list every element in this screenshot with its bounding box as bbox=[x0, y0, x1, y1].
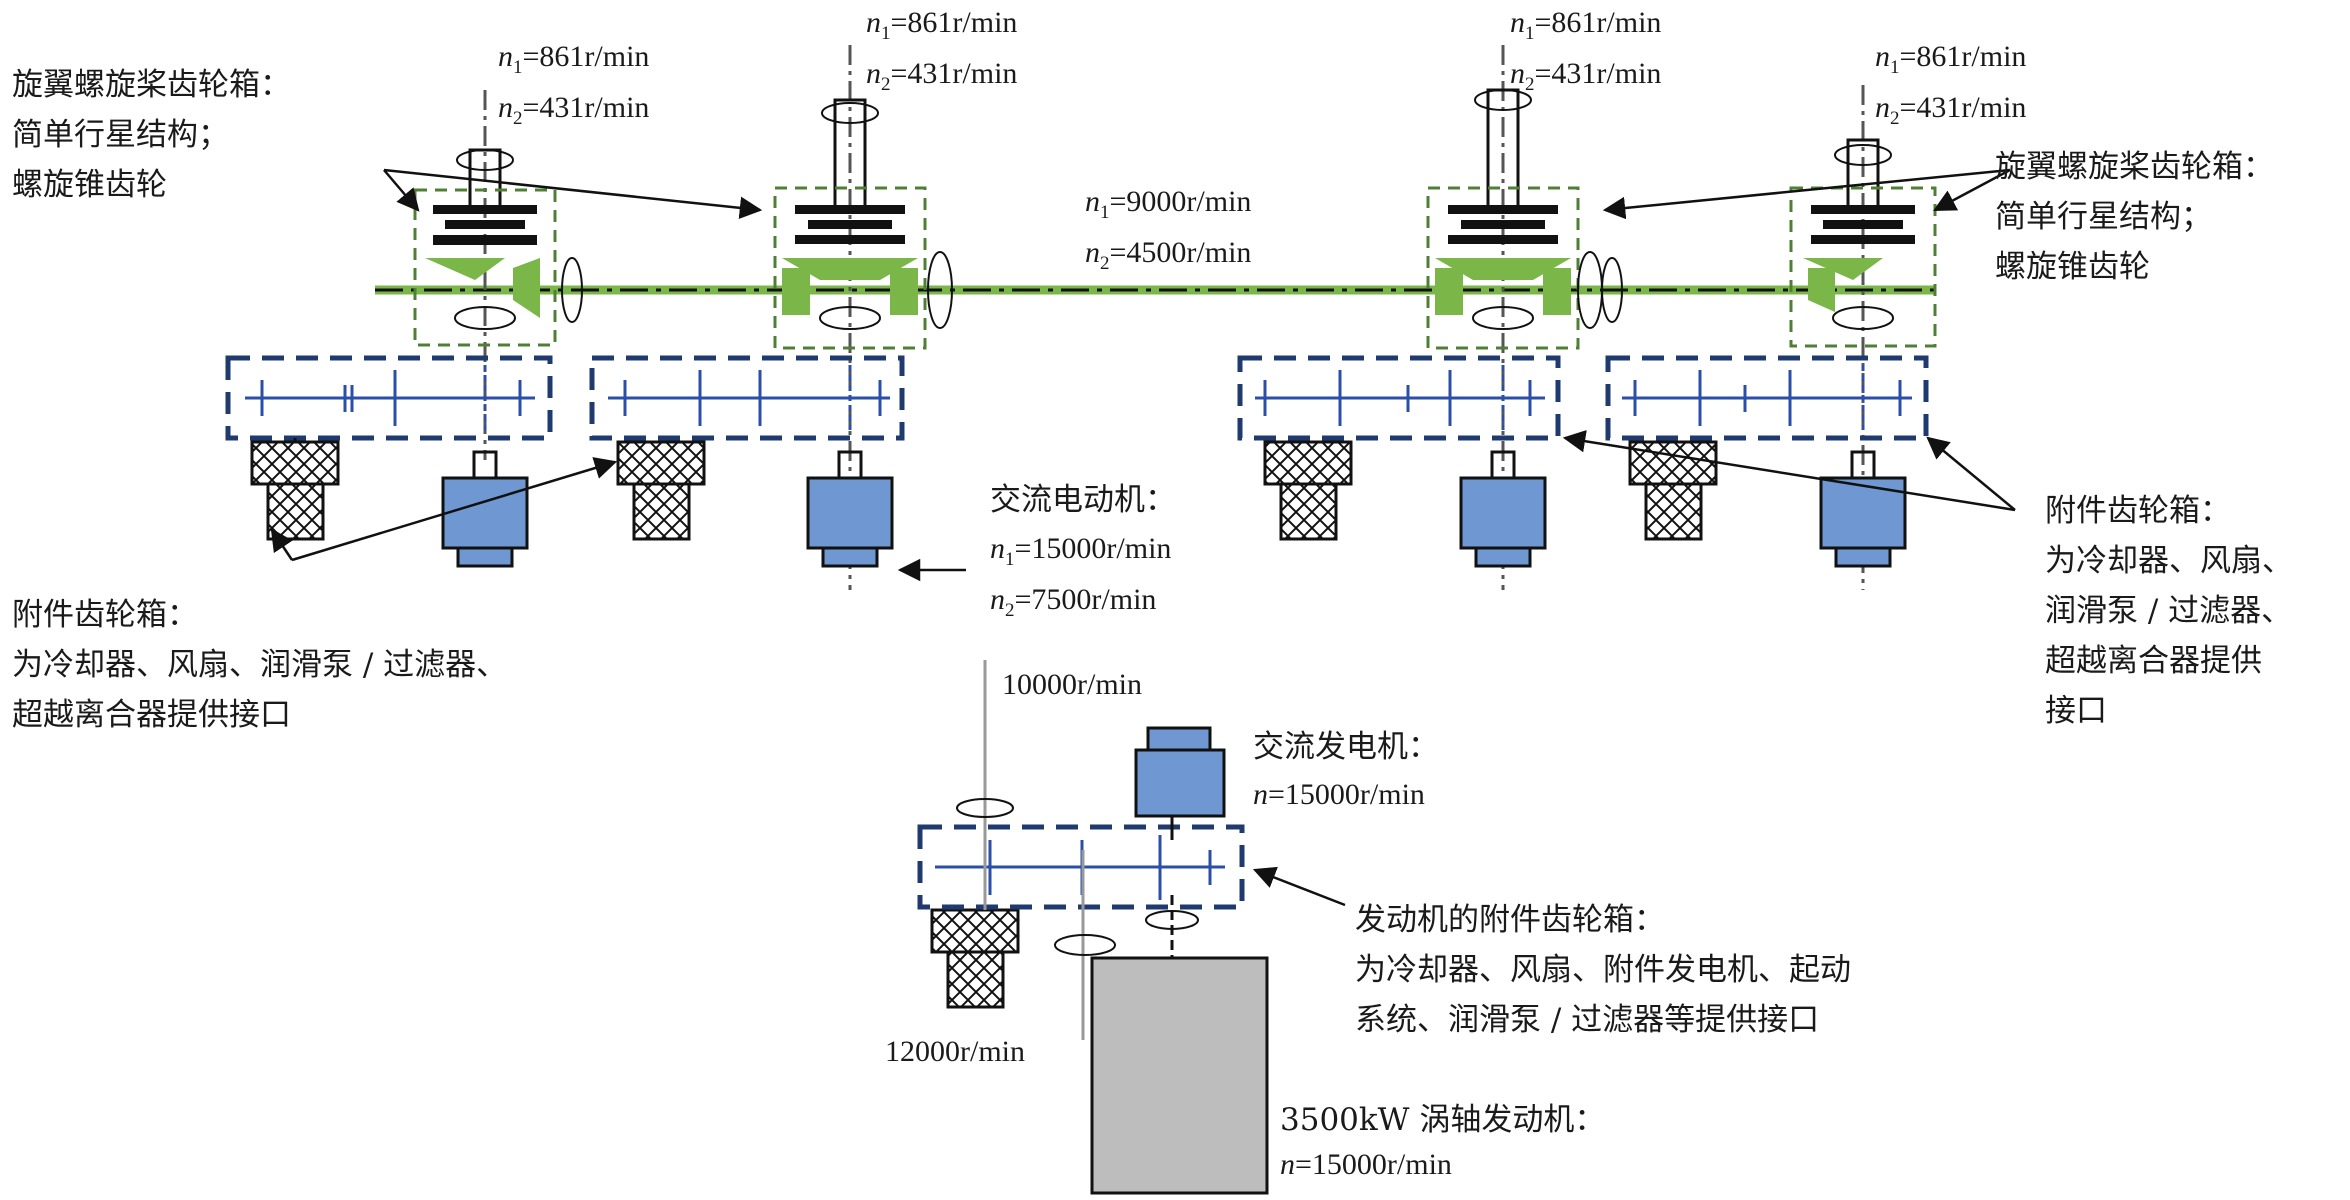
shaft-speed-bottom: 12000r/min bbox=[885, 1035, 1025, 1068]
ac-motors bbox=[441, 450, 1907, 568]
leader-arrows bbox=[270, 168, 2016, 907]
accessory-gearbox-label-left: 附件齿轮箱： 为冷却器、风扇、润滑泵 / 过滤器、 超越离合器提供接口 bbox=[12, 590, 507, 740]
label-line: 润滑泵 / 过滤器、 bbox=[2045, 593, 2293, 629]
label-line: 超越离合器提供 bbox=[2045, 643, 2262, 679]
engine-accessory-gearbox-label: 发动机的附件齿轮箱： 为冷却器、风扇、附件发电机、起动 系统、润滑泵 / 过滤器… bbox=[1355, 895, 1851, 1045]
ac-generator-label: 交流发电机： bbox=[1253, 722, 1439, 772]
ac-motor-speed: n1=15000r/min n2=7500r/min bbox=[990, 532, 1172, 621]
label-line: 旋翼螺旋桨齿轮箱： bbox=[1995, 149, 2274, 185]
cross-shaft-rotation-marks bbox=[561, 251, 1623, 329]
label-line: 简单行星结构； bbox=[12, 117, 229, 153]
turboshaft-engine bbox=[1090, 956, 1269, 1195]
accessory-gearbox-1 bbox=[225, 355, 553, 441]
label-line: 超越离合器提供接口 bbox=[12, 697, 291, 733]
rotor-gearbox-label-right: 旋翼螺旋桨齿轮箱： 简单行星结构； 螺旋锥齿轮 bbox=[1995, 142, 2274, 292]
rotor-gearbox-label-left: 旋翼螺旋桨齿轮箱： 简单行星结构； 螺旋锥齿轮 bbox=[12, 60, 291, 210]
engine-label: 3500kW 涡轴发动机： bbox=[1280, 1095, 1605, 1145]
label-line: 旋翼螺旋桨齿轮箱： bbox=[12, 67, 291, 103]
label-line: 为冷却器、风扇、附件发电机、起动 bbox=[1355, 952, 1851, 988]
accessory-gearbox-2 bbox=[589, 355, 905, 441]
label-line: 简单行星结构； bbox=[1995, 199, 2212, 235]
accessory-gearbox-3 bbox=[1237, 355, 1561, 441]
label-line: 发动机的附件齿轮箱： bbox=[1355, 902, 1665, 938]
cross-shaft-speed: n1=9000r/min n2=4500r/min bbox=[1085, 185, 1252, 274]
label-line: 螺旋锥齿轮 bbox=[12, 167, 167, 203]
label-line: 螺旋锥齿轮 bbox=[1995, 249, 2150, 285]
ac-generator-speed: n=15000r/min bbox=[1253, 778, 1425, 811]
ac-generator bbox=[1134, 726, 1226, 840]
rotor-4-speed: n1=861r/min n2=431r/min bbox=[1875, 40, 2027, 129]
rotor-gearbox-4 bbox=[1789, 85, 1937, 590]
rotor-3-speed: n1=861r/min n2=431r/min bbox=[1510, 6, 1662, 95]
label-line: 为冷却器、风扇、润滑泵 / 过滤器、 bbox=[12, 647, 508, 683]
ac-generator-title: 交流发电机： bbox=[1253, 729, 1439, 765]
rotor-gearbox-2 bbox=[773, 45, 927, 590]
rotor-2-speed: n1=861r/min n2=431r/min bbox=[866, 6, 1018, 95]
rotor-gearbox-1 bbox=[413, 90, 557, 460]
accessory-gearbox-label-right: 附件齿轮箱： 为冷却器、风扇、 润滑泵 / 过滤器、 超越离合器提供 接口 bbox=[2045, 486, 2293, 736]
rotor-gearbox-3 bbox=[1426, 45, 1580, 590]
label-line: 系统、润滑泵 / 过滤器等提供接口 bbox=[1355, 1002, 1820, 1038]
label-line: 接口 bbox=[2045, 693, 2107, 729]
label-line: 为冷却器、风扇、 bbox=[2045, 543, 2293, 579]
label-line: 附件齿轮箱： bbox=[12, 597, 198, 633]
engine-accessory-gearbox bbox=[917, 660, 1245, 1040]
engine-speed: n=15000r/min bbox=[1280, 1148, 1452, 1181]
engine-title: 3500kW 涡轴发动机： bbox=[1280, 1102, 1606, 1138]
label-line: 附件齿轮箱： bbox=[2045, 493, 2231, 529]
ac-motor-title: 交流电动机： bbox=[990, 482, 1176, 518]
ac-motor-label: 交流电动机： bbox=[990, 475, 1176, 525]
accessory-gearbox-4 bbox=[1605, 355, 1929, 441]
shaft-speed-top: 10000r/min bbox=[1002, 668, 1142, 701]
rotor-1-speed: n1=861r/min n2=431r/min bbox=[498, 40, 650, 129]
